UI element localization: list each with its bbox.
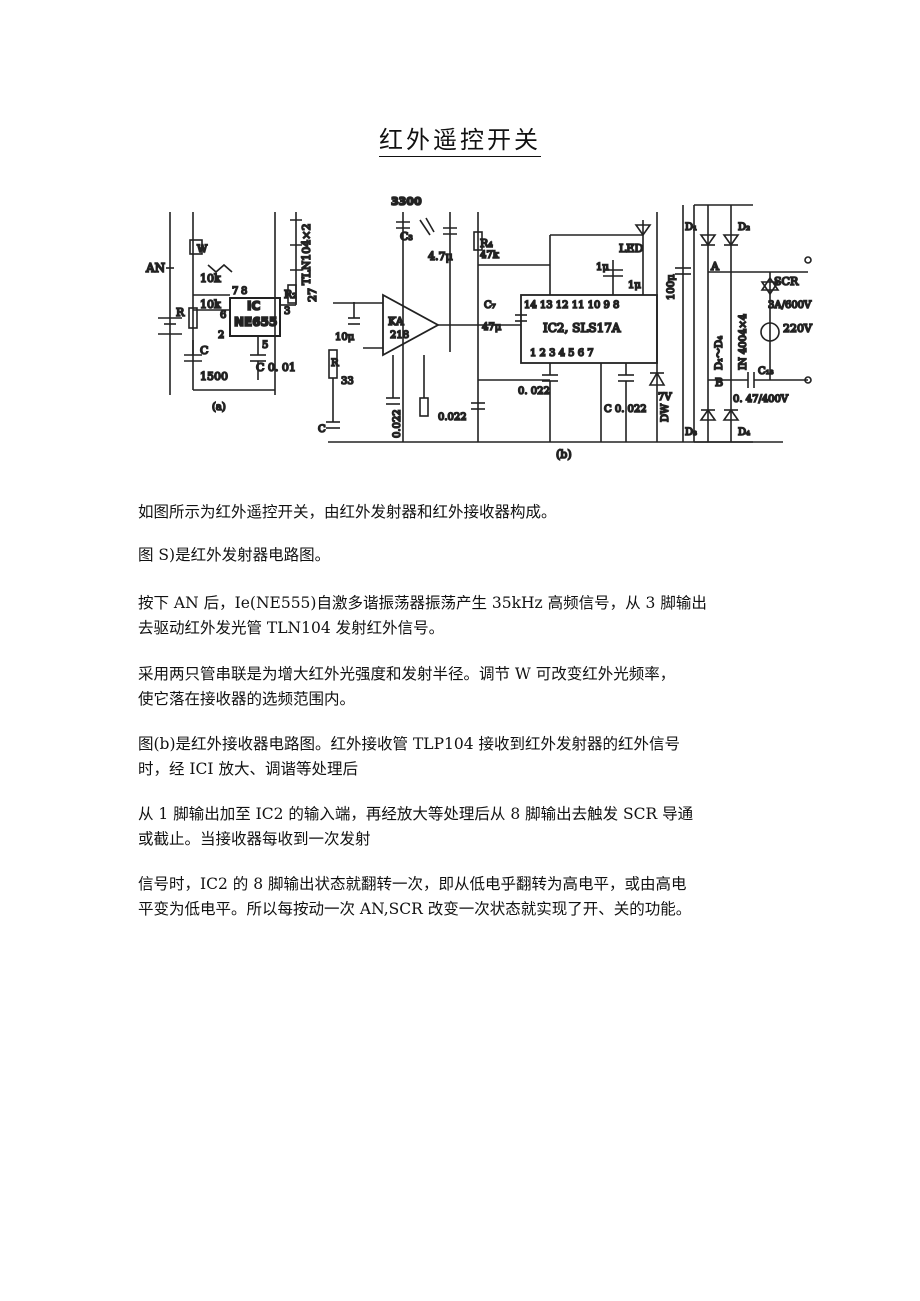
diode-range-label: D₁～D₄ xyxy=(714,336,725,370)
caption-b: (b) xyxy=(556,448,572,461)
paragraph-line: 信号时，IC2 的 8 脚输出状态就翻转一次，即从低电乎翻转为高电平，或由高电 xyxy=(138,875,687,893)
pin7-label: 7 xyxy=(232,286,238,297)
paragraph-6: 从 1 脚输出加至 IC2 的输入端，再经放大等处理后从 8 脚输出去触发 SC… xyxy=(138,802,788,852)
paragraph-line: 去驱动红外发光管 TLN104 发射红外信号。 xyxy=(138,619,445,637)
transmitter-circuit xyxy=(158,212,302,395)
c3-label: C₃ xyxy=(400,230,413,243)
paragraph-line: 从 1 脚输出加至 IC2 的输入端，再经放大等处理后从 8 脚输出去触发 SC… xyxy=(138,805,694,823)
paragraph-line: 图 S)是红外发射器电路图。 xyxy=(138,546,331,564)
in4004-label: IN 4004×4 xyxy=(738,314,749,370)
r1-label: R xyxy=(176,306,185,319)
r4-value: 47k xyxy=(480,250,500,261)
r-33-label: 33 xyxy=(341,376,354,387)
r-10k-b-label: 10k xyxy=(200,298,221,311)
ic1-type-label: NE655 xyxy=(234,315,277,329)
page-title: 红外遥控开关 xyxy=(0,120,920,157)
paragraph-line: 图(b)是红外接收器电路图。红外接收管 TLP104 接收到红外发射器的红外信号 xyxy=(138,735,681,753)
circuit-figure: 3300 IC NE655 AN W 10k 10k R C 1500 C 0.… xyxy=(138,190,828,470)
ic1-label: IC xyxy=(247,299,260,313)
fig-label-3300: 3300 xyxy=(391,195,422,208)
w-label: W xyxy=(197,244,208,255)
c13-label: C₁₃ xyxy=(758,366,774,377)
scr-label: SCR xyxy=(774,275,799,288)
d3-label: D₃ xyxy=(685,427,697,438)
paragraph-line: 采用两只管串联是为增大红外光强度和发射半径。调节 W 可改变红外光频率， xyxy=(138,665,676,683)
paragraph-1: 如图所示为红外遥控开关，由红外发射器和红外接收器构成。 xyxy=(138,500,788,525)
c0-01-label: C 0. 01 xyxy=(256,361,296,374)
c3-value: 4.7μ xyxy=(428,250,453,263)
paragraph-7: 信号时，IC2 的 8 脚输出状态就翻转一次，即从低电乎翻转为高电平，或由高电平… xyxy=(138,872,788,922)
paragraph-4: 采用两只管串联是为增大红外光强度和发射半径。调节 W 可改变红外光频率， 使它落在… xyxy=(138,662,788,712)
scr-rating-label: 3A/600V xyxy=(768,300,812,311)
paragraph-line: 平变为低电平。所以每按动一次 AN,SCR 改变一次状态就实现了开、关的功能。 xyxy=(138,900,692,918)
one-u2-label: 1μ xyxy=(628,280,641,291)
c-100u-label: 100μ xyxy=(666,274,677,300)
pin3-label: 3 xyxy=(284,306,290,317)
c13-value: 0. 47/400V xyxy=(733,394,789,405)
c-10u-label: 10μ xyxy=(335,332,355,343)
receiver-circuit xyxy=(326,204,812,443)
v7-label: 7V xyxy=(658,392,672,403)
r-10k-label: 10k xyxy=(200,272,221,285)
c-low-label: C xyxy=(318,424,326,435)
paragraph-line: 使它落在接收器的选频范围内。 xyxy=(138,690,356,708)
dw-label: DW xyxy=(660,403,671,422)
ic2-pins-bottom: 1 2 3 4 5 6 7 xyxy=(530,348,594,359)
pin5-label: 5 xyxy=(262,340,268,351)
ka-label: KA xyxy=(388,315,405,328)
circuit-diagram: 3300 IC NE655 AN W 10k 10k R C 1500 C 0.… xyxy=(144,194,814,462)
paragraph-line: 时，经 ICI 放大、调谐等处理后 xyxy=(138,760,358,778)
node-b-label: B xyxy=(715,376,723,389)
paragraph-5: 图(b)是红外接收器电路图。红外接收管 TLP104 接收到红外发射器的红外信号… xyxy=(138,732,788,782)
node-a-label: A xyxy=(710,260,720,273)
n27-label: 27 xyxy=(306,288,319,302)
paragraph-line: 按下 AN 后，Ie(NE555)自激多谐振荡器振荡产生 35kHz 高频信号，… xyxy=(138,594,707,612)
d1-label: D₁ xyxy=(685,222,697,233)
d2-label: D₂ xyxy=(738,222,750,233)
ic2-pins-top: 14 13 12 11 10 9 8 xyxy=(524,300,619,311)
r3-label: R xyxy=(331,358,339,369)
c1500-label: 1500 xyxy=(200,370,228,383)
pin6-label: 6 xyxy=(220,310,226,321)
paragraph-2: 图 S)是红外发射器电路图。 xyxy=(138,543,788,568)
c-0022a-label: 0. 022 xyxy=(518,386,550,397)
v220-label: 220V xyxy=(783,322,813,335)
ic-218-label: 218 xyxy=(390,330,409,341)
tln-label: TLN104×2 xyxy=(300,224,313,285)
paragraph-line: 或截止。当接收器每收到一次发射 xyxy=(138,830,371,848)
pin2-label: 2 xyxy=(218,330,224,341)
page-title-text: 红外遥控开关 xyxy=(379,126,541,157)
c4-value: 0.022 xyxy=(392,409,403,438)
one-u-label: 1μ xyxy=(596,262,609,273)
pin8-label: 8 xyxy=(241,286,247,297)
c-0022b-label: C 0. 022 xyxy=(604,404,647,415)
caption-a: (a) xyxy=(212,402,226,413)
r4-label: R₄ xyxy=(480,237,493,250)
an-label: AN xyxy=(145,261,165,275)
paragraph-3: 按下 AN 后，Ie(NE555)自激多谐振荡器振荡产生 35kHz 高频信号，… xyxy=(138,591,788,641)
r2-label: R₂ xyxy=(284,288,297,301)
led-label: LED xyxy=(619,242,643,255)
c4b-value: 0.022 xyxy=(438,412,467,423)
ic2-label: IC2, SLS17A xyxy=(543,321,621,335)
c7-value: 47μ xyxy=(482,322,502,333)
c1-label: C xyxy=(200,344,208,357)
d4-label: D₄ xyxy=(738,427,750,438)
c7-label: C₇ xyxy=(484,300,496,311)
paragraph-line: 如图所示为红外遥控开关，由红外发射器和红外接收器构成。 xyxy=(138,503,557,521)
